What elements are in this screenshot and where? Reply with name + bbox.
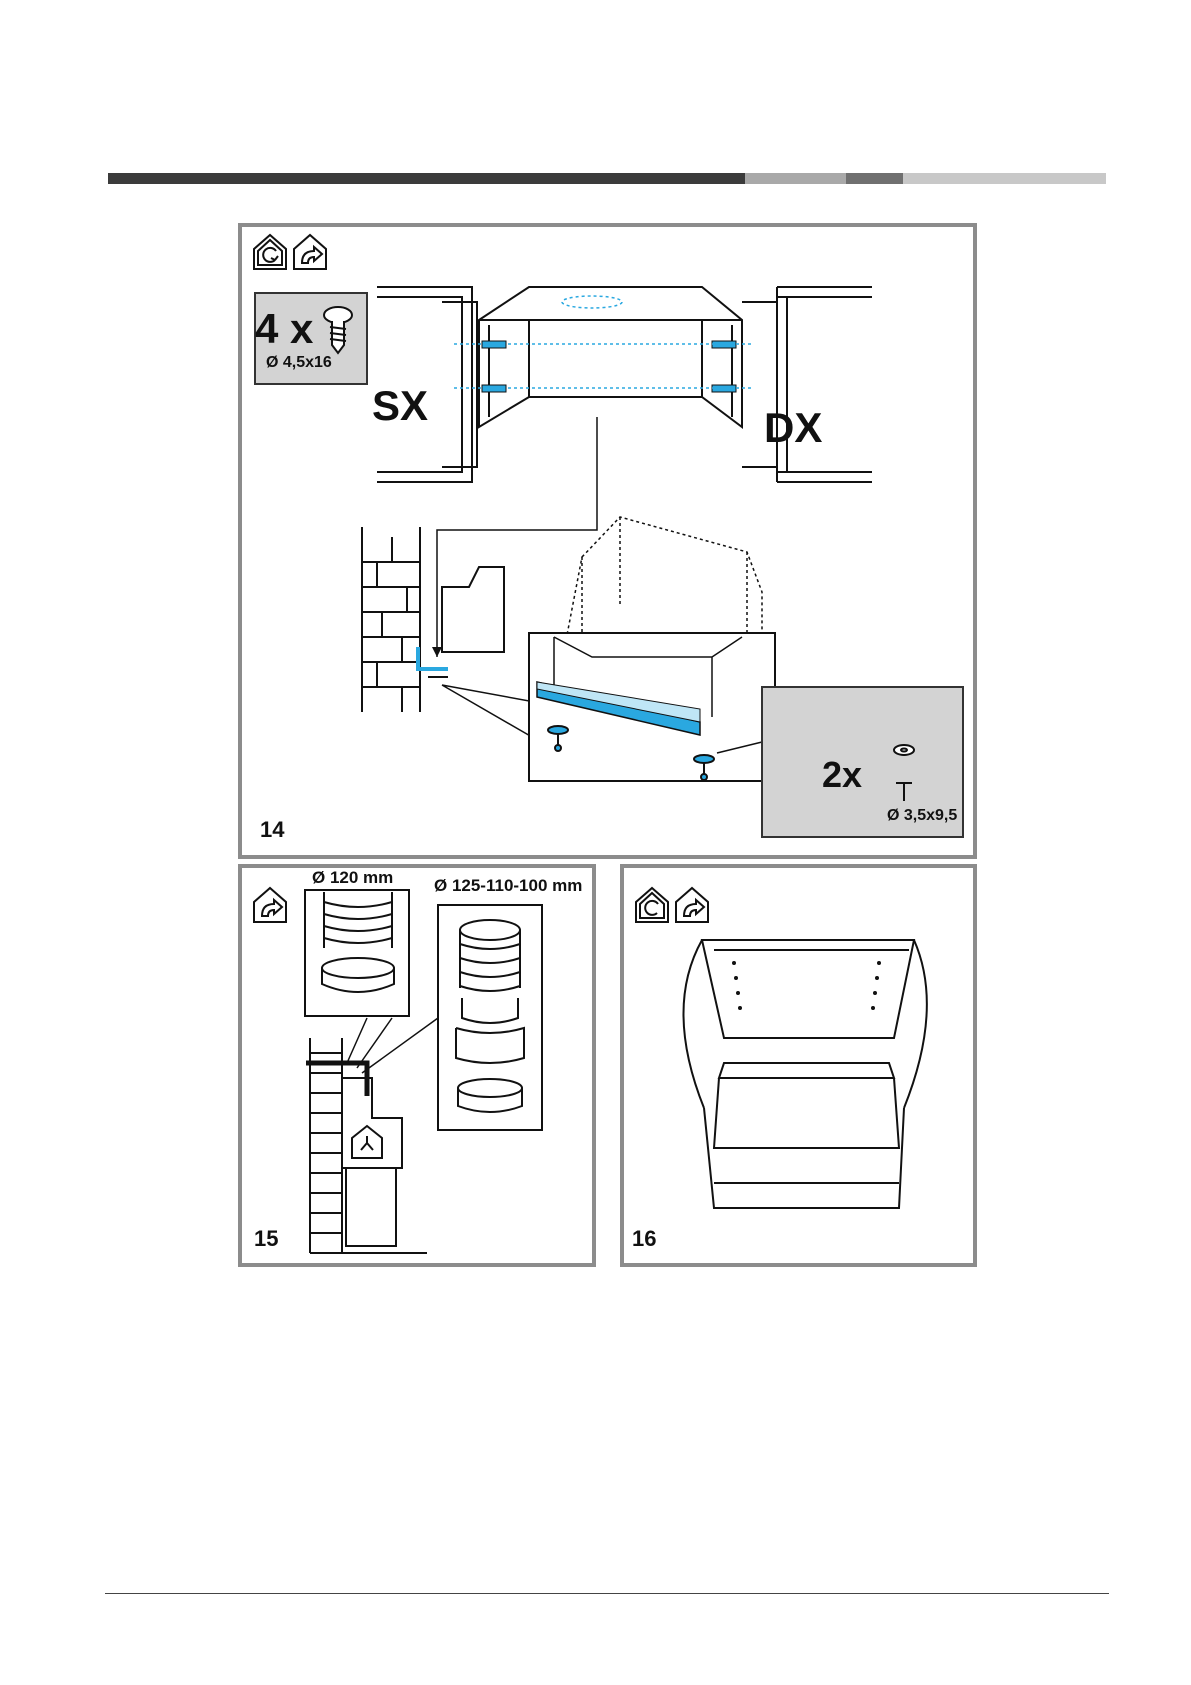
figure-14-panel: 4 x Ø 4,5x16 SX DX 2x Ø 3,5x9,5 14 (238, 223, 977, 859)
washer-size-label: Ø 3,5x9,5 (887, 807, 957, 825)
brick-wall-drawing (362, 527, 504, 712)
figure-number: 14 (260, 817, 284, 843)
filter-holes (732, 961, 881, 1010)
figure-15-illustration (242, 868, 592, 1263)
extraction-mode-icon (676, 888, 708, 922)
figure-15-panel: Ø 120 mm Ø 125-110-100 mm 15 (238, 864, 596, 1267)
screws-count-label: 4 x (255, 305, 313, 353)
filter-box-drawing (683, 940, 926, 1208)
side-bracket (418, 647, 448, 669)
recirculation-mode-icon (636, 888, 668, 922)
header-bar-segment-lighter (903, 173, 1106, 184)
screws-size-label: Ø 4,5x16 (266, 354, 332, 372)
figure-number: 16 (632, 1226, 656, 1252)
left-side-label: SX (372, 382, 428, 430)
header-bar-segment-light (745, 173, 846, 184)
extraction-mode-icon (294, 235, 326, 269)
fan-icon (352, 1126, 382, 1158)
duct-120-box (305, 890, 409, 1016)
cabinet-top-drawing (377, 287, 872, 482)
header-color-bar (108, 173, 1106, 184)
pointer-arrow (432, 647, 442, 657)
extraction-mode-icon (254, 888, 286, 922)
header-bar-segment-dark (108, 173, 745, 184)
figure-16-illustration (624, 868, 973, 1263)
right-side-label: DX (764, 404, 822, 452)
header-bar-segment-mid (846, 173, 903, 184)
duct-125-label: Ø 125-110-100 mm (434, 876, 582, 896)
cabinet-screws (482, 341, 736, 392)
recirculation-mode-icon (254, 235, 286, 269)
figure-number: 15 (254, 1226, 278, 1252)
washer-count-label: 2x (822, 754, 862, 796)
duct-120-label: Ø 120 mm (312, 868, 393, 888)
footer-rule (105, 1593, 1109, 1594)
figure-16-panel: 16 (620, 864, 977, 1267)
figure-14-illustration (242, 227, 973, 855)
